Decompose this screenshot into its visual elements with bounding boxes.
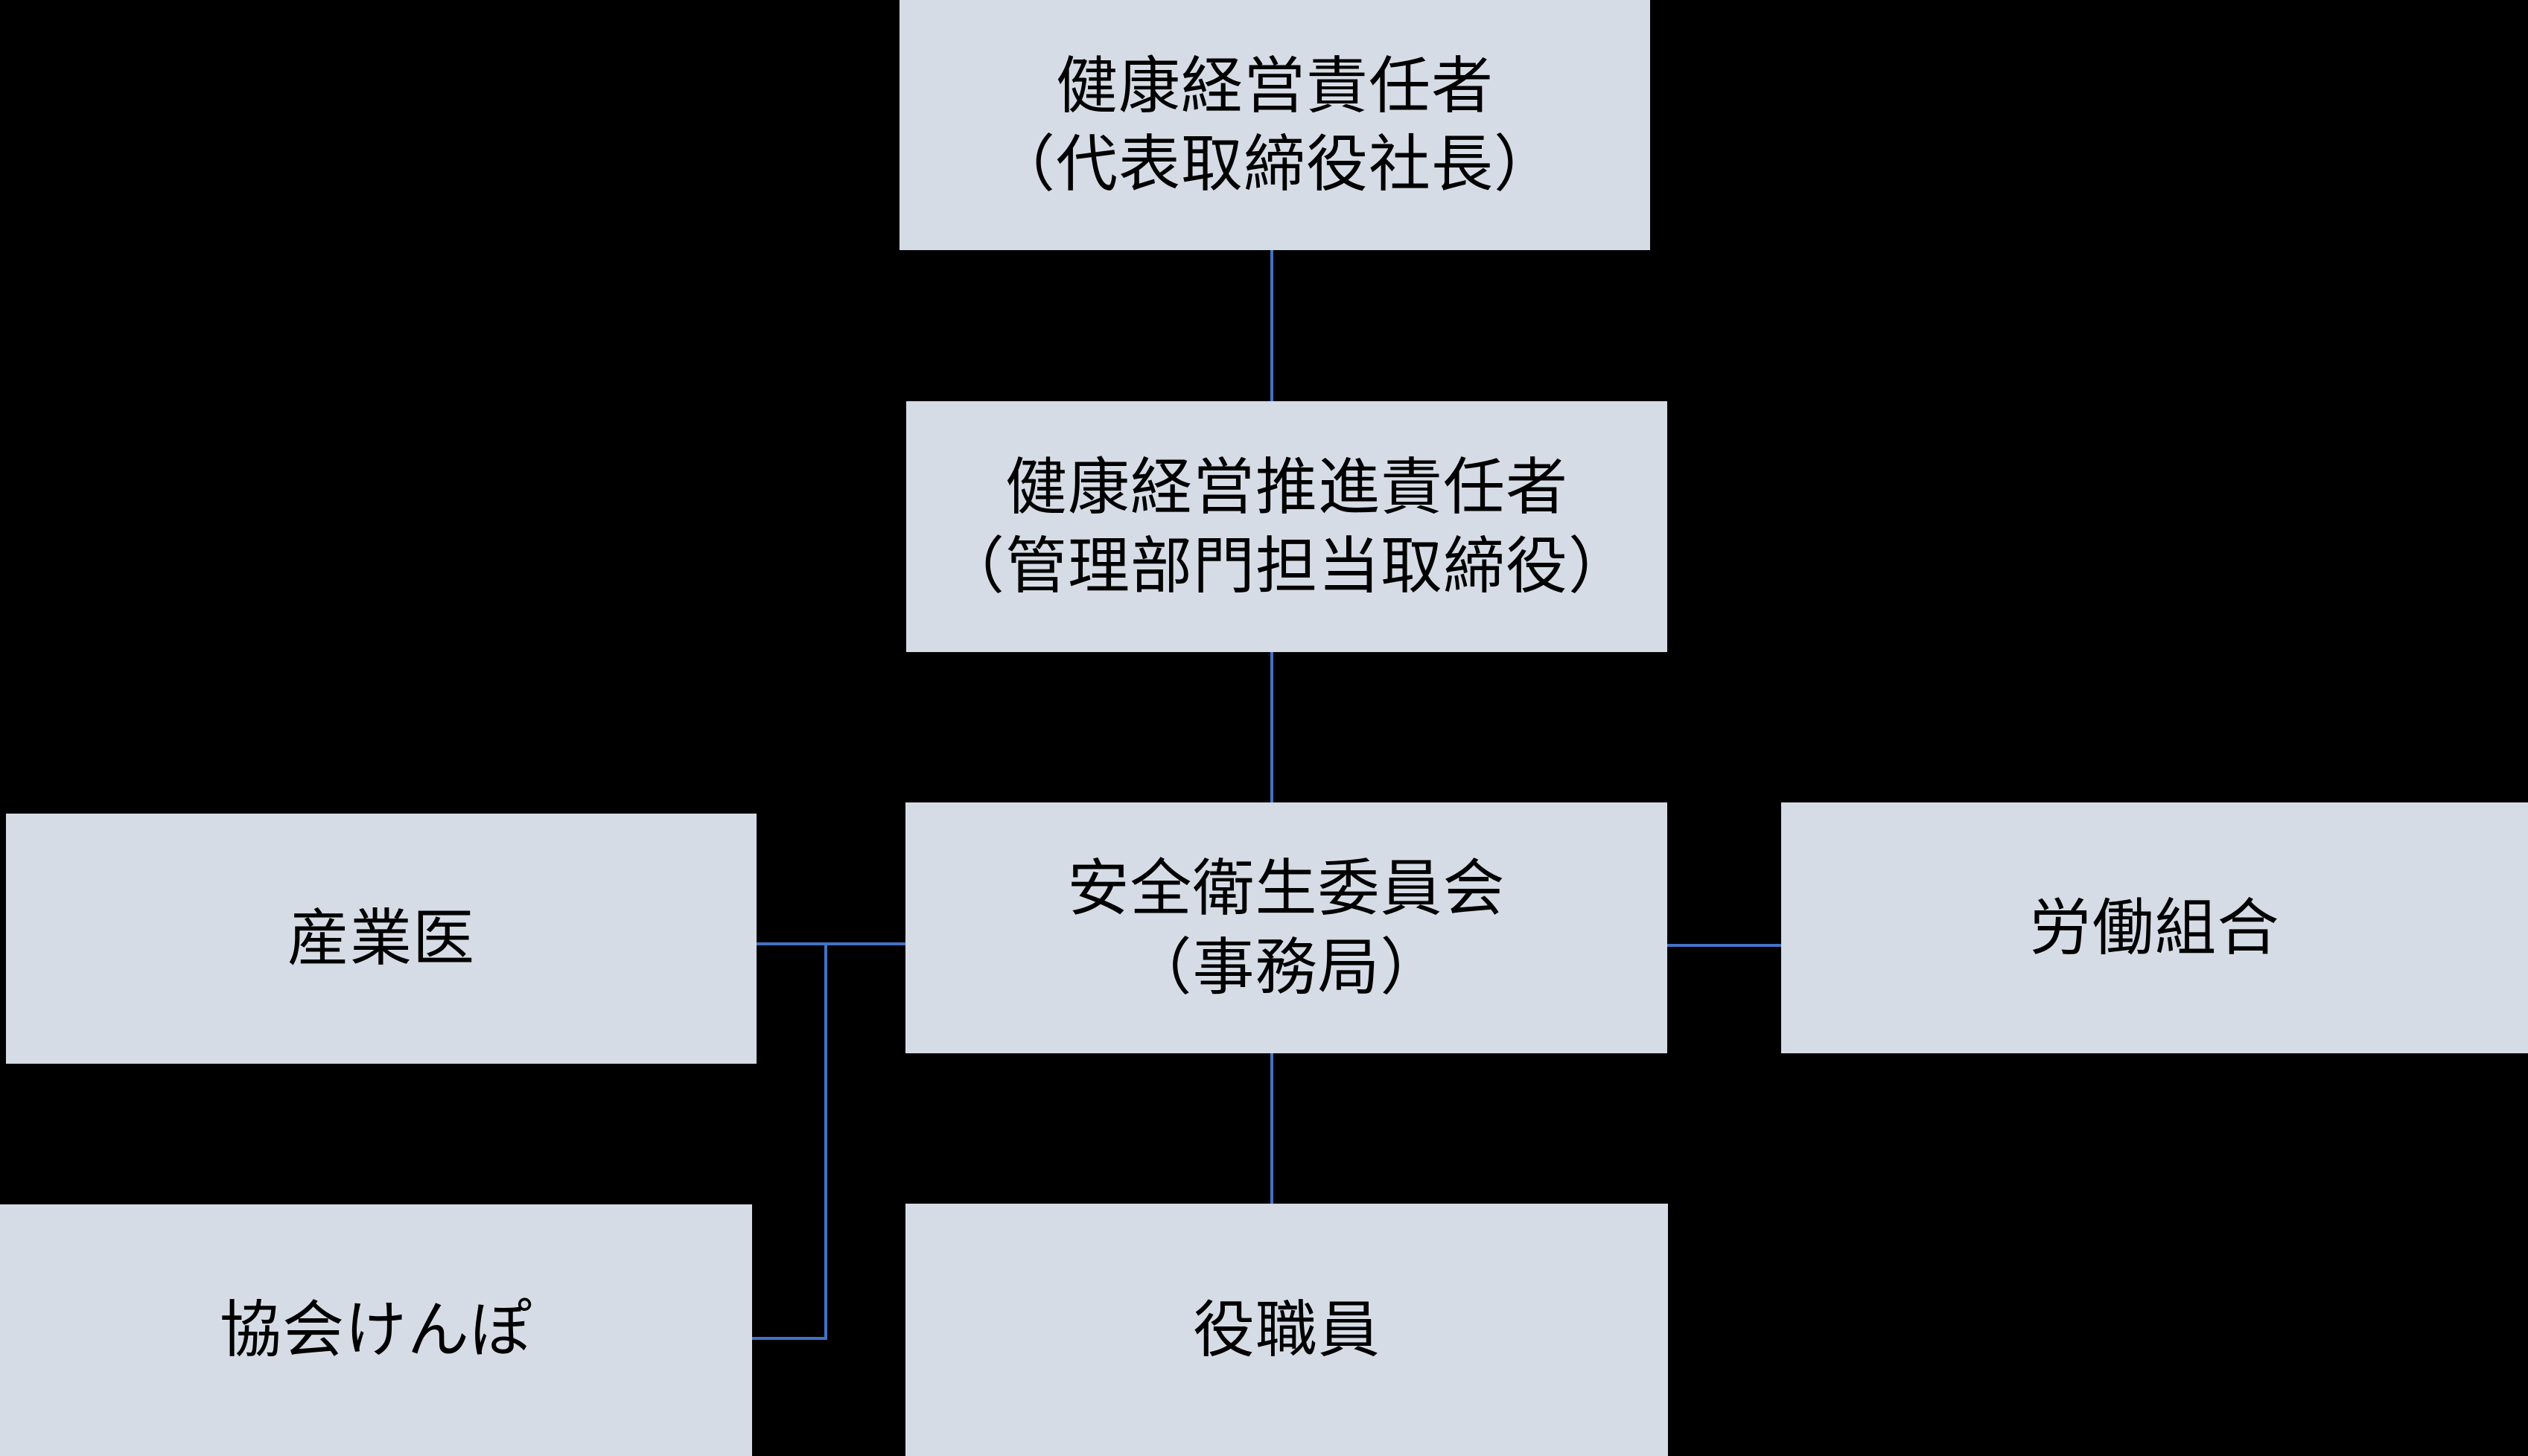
node-promoter-line1: 健康経営推進責任者	[1005, 453, 1568, 523]
node-labor-union-line1: 労働組合	[2029, 893, 2280, 962]
node-industrial-physician-line1: 産業医	[287, 904, 475, 974]
node-committee: 安全衛生委員会 （事務局）	[905, 802, 1667, 1053]
connector-committee-physician	[757, 942, 906, 945]
node-officers-employees: 役職員	[905, 1204, 1668, 1456]
node-officers-employees-line1: 役職員	[1193, 1294, 1381, 1364]
node-industrial-physician: 産業医	[6, 814, 757, 1064]
connector-committee-officers	[1270, 1053, 1273, 1204]
node-promoter: 健康経営推進責任者 （管理部門担当取締役）	[906, 401, 1667, 652]
node-labor-union: 労働組合	[1781, 802, 2528, 1053]
node-ceo-line1: 健康経営責任者	[1056, 51, 1494, 121]
connector-physician-kenpo-horizontal	[751, 1337, 827, 1340]
connector-physician-kenpo-vertical	[824, 942, 827, 1340]
connector-ceo-promoter	[1270, 250, 1273, 402]
node-promoter-line2: （管理部門担当取締役）	[943, 531, 1631, 601]
node-committee-line1: 安全衛生委員会	[1067, 854, 1506, 924]
connector-committee-union	[1666, 944, 1782, 947]
node-ceo-line2: （代表取締役社長）	[993, 130, 1556, 199]
node-committee-line2: （事務局）	[1130, 932, 1443, 1002]
node-kyokai-kenpo: 協会けんぽ	[0, 1204, 752, 1456]
node-kyokai-kenpo-line1: 協会けんぽ	[220, 1295, 532, 1365]
connector-promoter-committee	[1270, 651, 1273, 803]
node-ceo: 健康経営責任者 （代表取締役社長）	[900, 0, 1650, 250]
